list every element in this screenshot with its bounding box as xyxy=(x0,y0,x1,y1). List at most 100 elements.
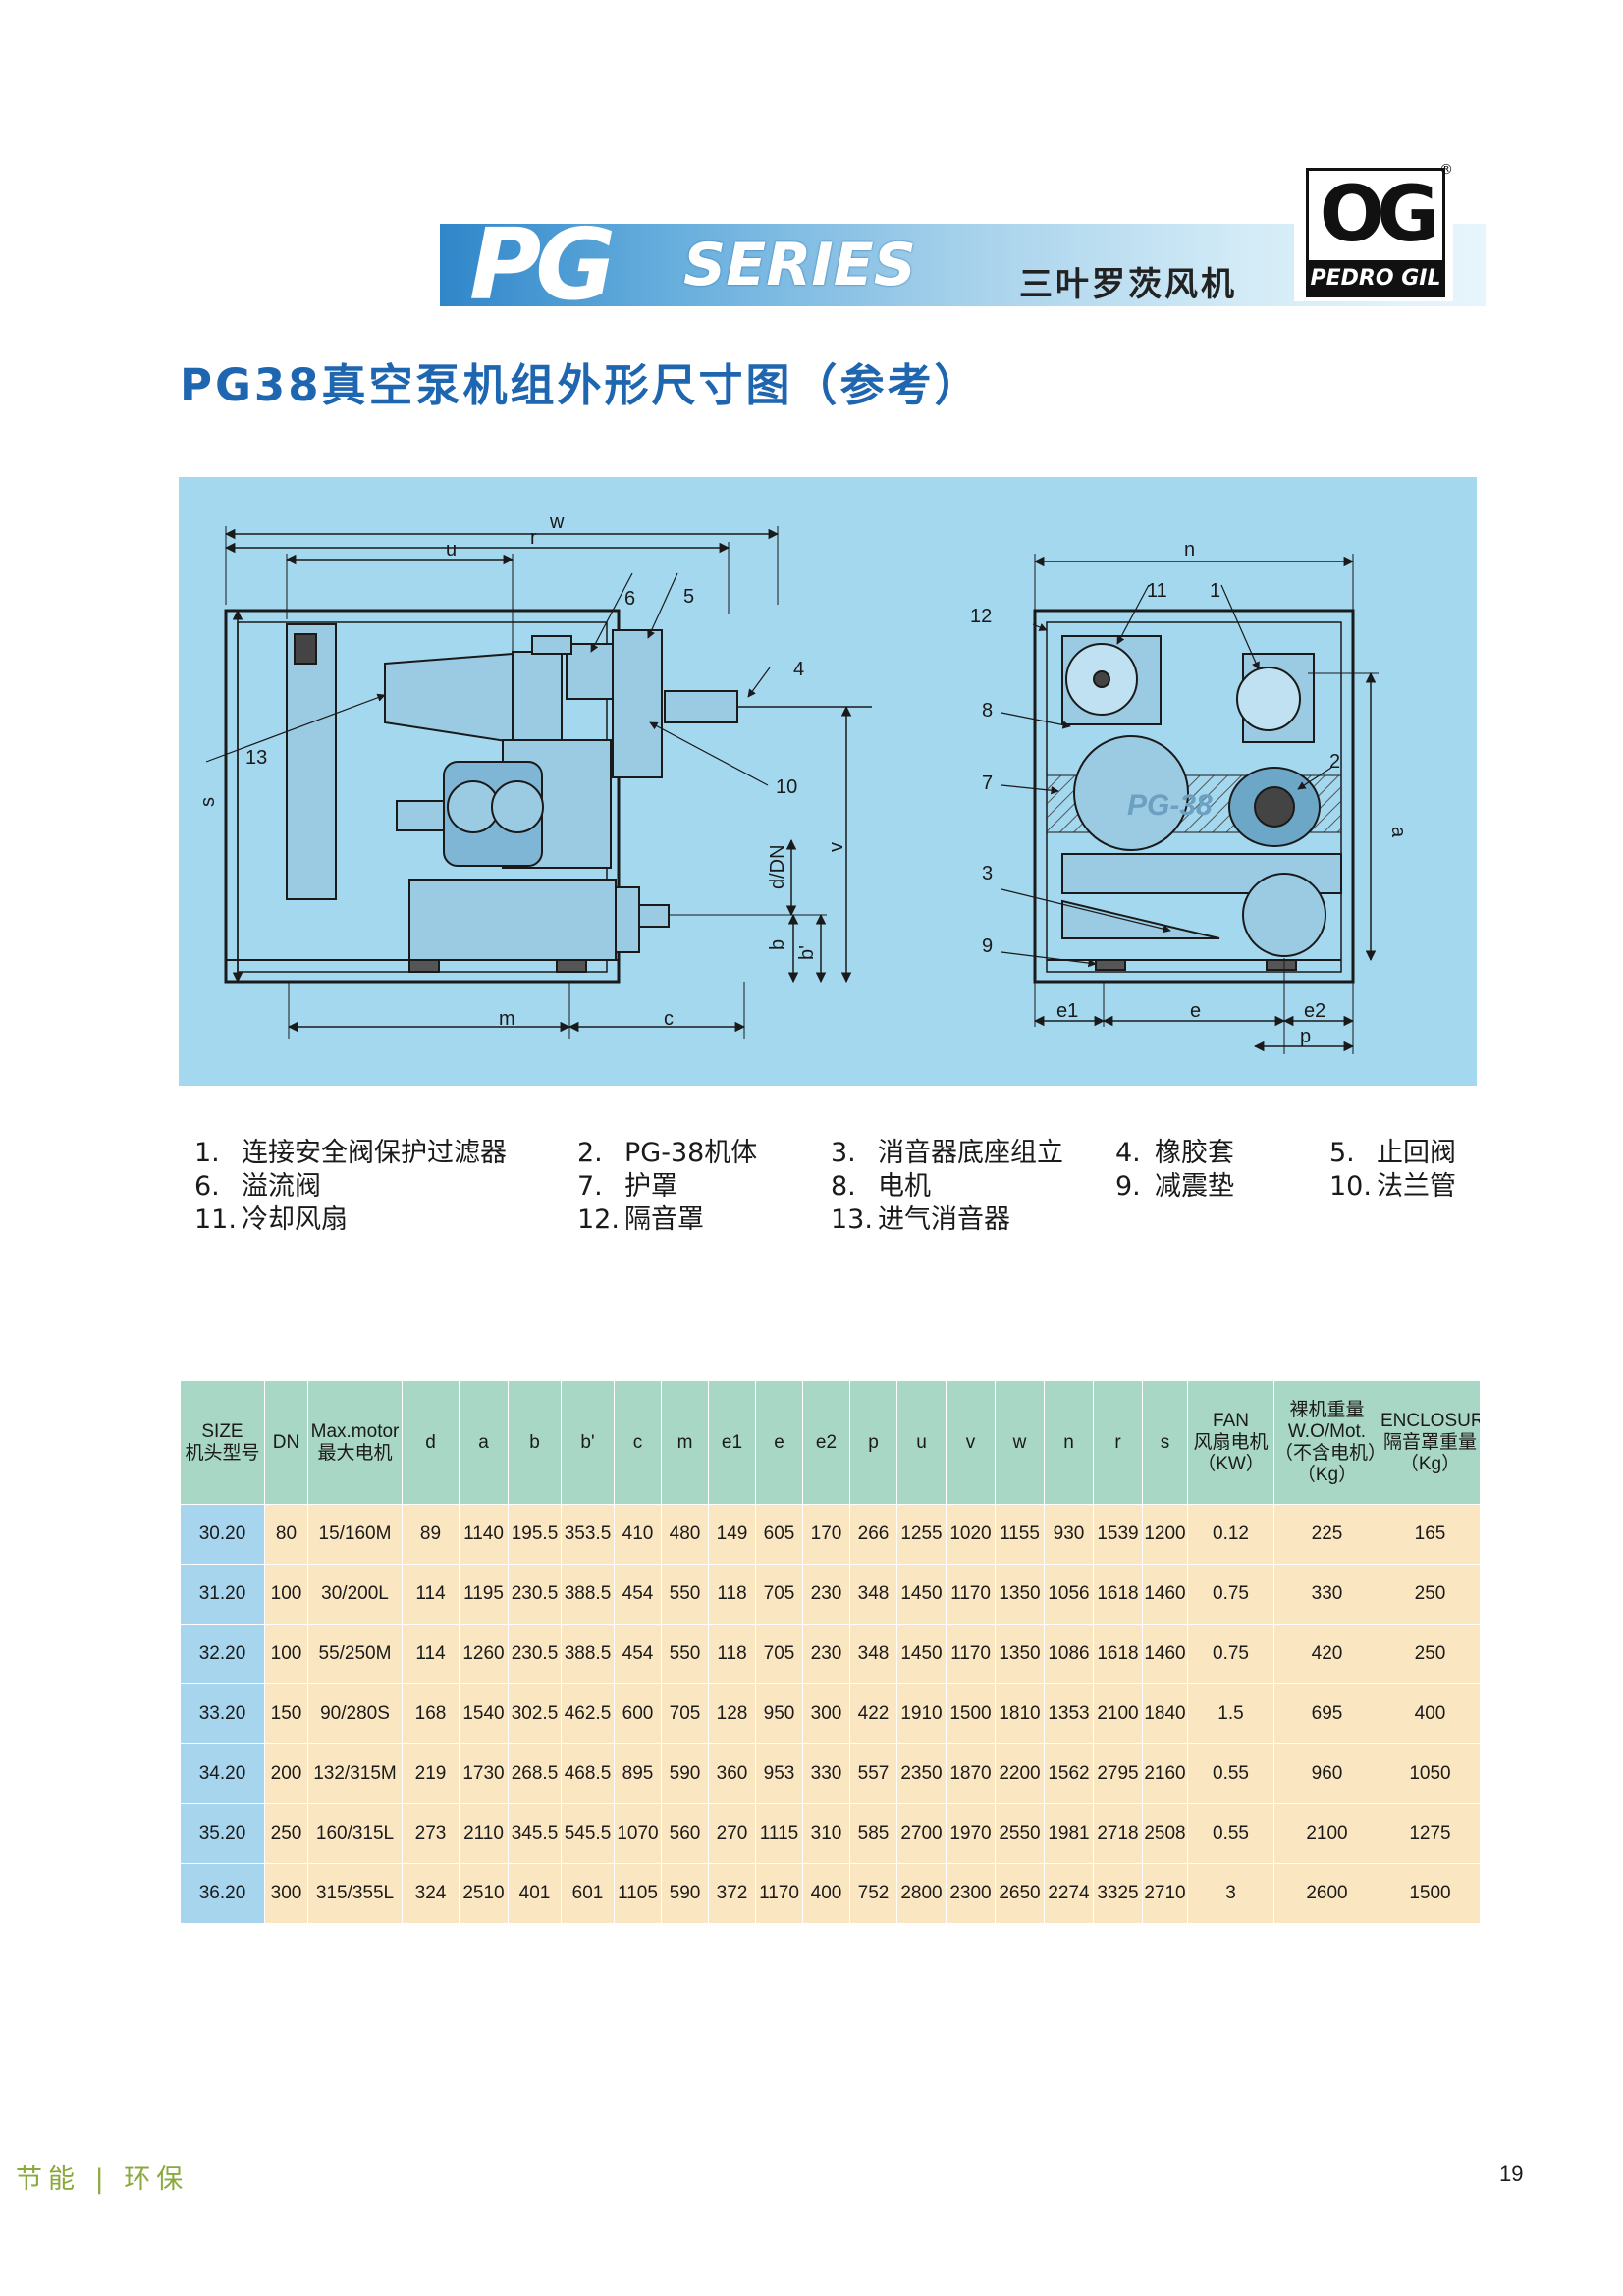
column-header-line: 最大电机 xyxy=(317,1442,393,1464)
table-cell: 0.75 xyxy=(1187,1564,1274,1625)
table-cell: 468.5 xyxy=(561,1743,615,1804)
table-cell: 2718 xyxy=(1093,1803,1143,1864)
table-cell: 2200 xyxy=(995,1743,1045,1804)
table-cell: 401 xyxy=(508,1863,562,1924)
column-header-line: 隔音罩重量 xyxy=(1382,1431,1477,1453)
callout-2: 2 xyxy=(1329,751,1340,773)
legend-item: 2.PG-38机体 xyxy=(577,1138,758,1168)
callout-1: 1 xyxy=(1210,580,1220,602)
series-word-text: SERIES xyxy=(683,231,916,299)
column-header-line: （不含电机） xyxy=(1274,1442,1380,1464)
logo-mark: OG xyxy=(1306,168,1445,264)
size-cell: 35.20 xyxy=(180,1803,265,1864)
table-cell: 2274 xyxy=(1044,1863,1094,1924)
table-cell: 2350 xyxy=(896,1743,947,1804)
table-cell: 1910 xyxy=(896,1683,947,1744)
legend-item: 6.溢流阀 xyxy=(194,1171,321,1201)
table-cell: 2700 xyxy=(896,1803,947,1864)
label-b-prime: b' xyxy=(796,945,818,960)
table-cell: 330 xyxy=(1273,1564,1380,1625)
table-cell: 1350 xyxy=(995,1624,1045,1684)
table-cell: 3325 xyxy=(1093,1863,1143,1924)
column-header-line: d xyxy=(425,1431,436,1453)
legend-item: 11.冷却风扇 xyxy=(194,1204,348,1235)
table-cell: 0.55 xyxy=(1187,1803,1274,1864)
column-header: d xyxy=(402,1380,460,1505)
table-cell: 1981 xyxy=(1044,1803,1094,1864)
table-cell: 1500 xyxy=(946,1683,996,1744)
table-cell: 315/355L xyxy=(307,1863,403,1924)
table-cell: 360 xyxy=(708,1743,756,1804)
side-view-labels: w r u 6 5 4 13 10 s v d/DN b b' m c xyxy=(197,511,847,1030)
table-cell: 118 xyxy=(708,1564,756,1625)
pedro-gil-logo: OG ® PEDRO GIL xyxy=(1294,162,1453,301)
legend-item: 1.连接安全阀保护过滤器 xyxy=(194,1138,507,1168)
table-cell: 300 xyxy=(802,1683,850,1744)
column-header-line: e2 xyxy=(815,1431,838,1453)
table-cell: 100 xyxy=(264,1564,308,1625)
size-cell: 34.20 xyxy=(180,1743,265,1804)
table-cell: 1056 xyxy=(1044,1564,1094,1625)
table-cell: 230.5 xyxy=(508,1564,562,1625)
size-cell: 32.20 xyxy=(180,1624,265,1684)
legend-item: 4.橡胶套 xyxy=(1115,1138,1234,1168)
column-header-line: c xyxy=(632,1431,643,1453)
table-cell: 345.5 xyxy=(508,1803,562,1864)
table-cell: 3 xyxy=(1187,1863,1274,1924)
table-cell: 1618 xyxy=(1093,1564,1143,1625)
table-cell: 1260 xyxy=(459,1624,509,1684)
label-w: w xyxy=(549,511,565,533)
table-cell: 1810 xyxy=(995,1683,1045,1744)
label-e1: e1 xyxy=(1056,1000,1078,1022)
table-cell: 590 xyxy=(661,1863,709,1924)
series-pg-text: PG xyxy=(469,207,616,322)
table-cell: 2710 xyxy=(1142,1863,1188,1924)
table-cell: 388.5 xyxy=(561,1624,615,1684)
table-cell: 1350 xyxy=(995,1564,1045,1625)
column-header-line: （Kg） xyxy=(1296,1464,1358,1485)
table-cell: 2800 xyxy=(896,1863,947,1924)
table-cell: 930 xyxy=(1044,1504,1094,1565)
table-cell: 705 xyxy=(661,1683,709,1744)
label-s: s xyxy=(197,797,219,807)
column-header: e2 xyxy=(802,1380,850,1505)
table-cell: 1170 xyxy=(946,1624,996,1684)
callout-5: 5 xyxy=(683,586,694,608)
table-cell: 1255 xyxy=(896,1504,947,1565)
table-cell: 1050 xyxy=(1380,1743,1481,1804)
table-cell: 230.5 xyxy=(508,1624,562,1684)
dimension-drawing-svg: w r u 6 5 4 13 10 s v d/DN b b' m c xyxy=(197,511,1409,1054)
table-cell: 545.5 xyxy=(561,1803,615,1864)
column-header-line: s xyxy=(1160,1431,1170,1453)
table-cell: 2160 xyxy=(1142,1743,1188,1804)
table-cell: 950 xyxy=(755,1683,803,1744)
table-cell: 1140 xyxy=(459,1504,509,1565)
table-cell: 0.55 xyxy=(1187,1743,1274,1804)
column-header-line: p xyxy=(868,1431,879,1453)
table-cell: 230 xyxy=(802,1624,850,1684)
column-header: a xyxy=(459,1380,509,1505)
table-cell: 1540 xyxy=(459,1683,509,1744)
footer-slogan: 节能 | 环保 xyxy=(16,2164,189,2195)
column-header: p xyxy=(849,1380,897,1505)
column-header-line: e xyxy=(774,1431,784,1453)
table-cell: 480 xyxy=(661,1504,709,1565)
callout-3: 3 xyxy=(982,863,993,884)
column-header-line: SIZE xyxy=(201,1420,243,1442)
label-v: v xyxy=(826,842,847,852)
column-header: e1 xyxy=(708,1380,756,1505)
legend-item: 10.法兰管 xyxy=(1329,1171,1456,1201)
legend-item: 5.止回阀 xyxy=(1329,1138,1456,1168)
column-header: m xyxy=(661,1380,709,1505)
table-cell: 2300 xyxy=(946,1863,996,1924)
label-e2: e2 xyxy=(1304,1000,1325,1022)
column-header: v xyxy=(946,1380,996,1505)
table-cell: 585 xyxy=(849,1803,897,1864)
callout-7: 7 xyxy=(982,773,993,794)
